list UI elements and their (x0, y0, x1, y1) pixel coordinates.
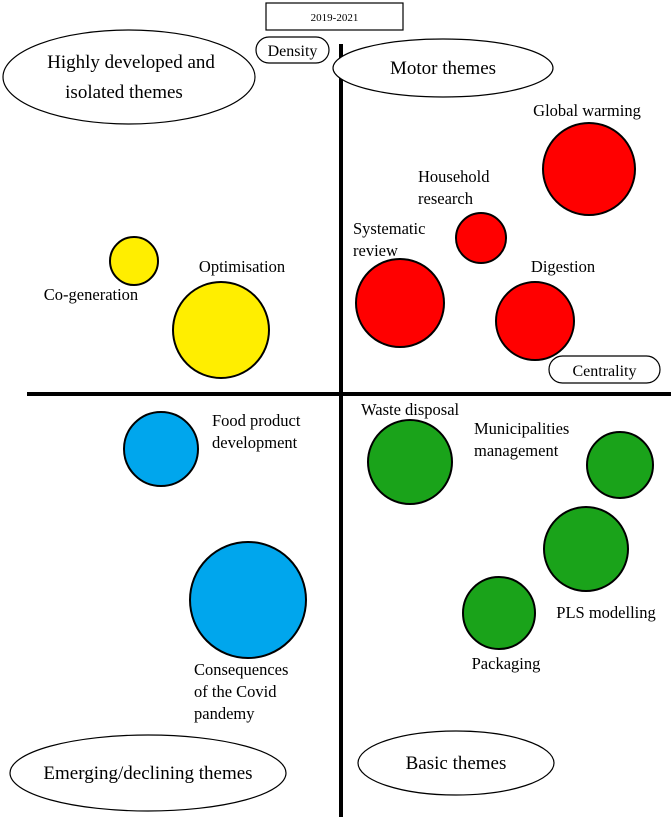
bubble-pls-modelling (543, 506, 629, 592)
label-waste-disposal: Waste disposal (361, 400, 460, 419)
bubble-digestion (495, 281, 575, 361)
label-consequences-covid-line1: Consequences (194, 660, 288, 679)
bubble-systematic-review (355, 258, 445, 348)
label-packaging: Packaging (472, 654, 541, 673)
label-global-warming: Global warming (533, 101, 641, 120)
quadrant-top-left-label-line2: isolated themes (65, 82, 183, 103)
label-consequences-covid-line2: of the Covid (194, 682, 277, 701)
bubble-optimisation (172, 281, 270, 379)
label-systematic-review-line1: Systematic (353, 219, 425, 238)
bubble-food-product-development (123, 411, 199, 487)
label-consequences-covid-line3: pandemy (194, 704, 255, 723)
label-food-product-development-line1: Food product (212, 411, 301, 430)
bubble-co-generation (109, 236, 159, 286)
bubble-waste-disposal (367, 419, 453, 505)
theme-bubbles (109, 122, 654, 659)
quadrant-top-left: Highly developed and isolated themes (2, 29, 256, 125)
quadrant-bottom-left: Emerging/declining themes (9, 734, 287, 812)
label-municipalities-management-line1: Municipalities (474, 419, 569, 438)
label-household-research-line1: Household (418, 167, 490, 186)
period-label: 2019-2021 (311, 12, 359, 24)
density-axis-label: Density (268, 43, 318, 60)
centrality-axis-label: Centrality (573, 363, 637, 380)
density-axis-label-box: Density (255, 36, 330, 64)
quadrant-top-right-label: Motor themes (390, 58, 496, 79)
bubble-municipalities-management (586, 431, 654, 499)
label-household-research-line2: research (418, 189, 474, 208)
quadrant-bottom-right-label: Basic themes (406, 753, 507, 774)
label-optimisation: Optimisation (199, 257, 285, 276)
label-digestion: Digestion (531, 257, 595, 276)
bubble-packaging (462, 576, 536, 650)
centrality-axis-label-box: Centrality (548, 355, 661, 384)
period-box: 2019-2021 (265, 2, 404, 31)
quadrant-bottom-left-label: Emerging/declining themes (43, 763, 252, 784)
label-systematic-review-line2: review (353, 241, 398, 260)
quadrant-bottom-right: Basic themes (357, 730, 555, 796)
label-municipalities-management-line2: management (474, 441, 559, 460)
label-pls-modelling: PLS modelling (556, 603, 655, 622)
label-food-product-development-line2: development (212, 433, 298, 452)
bubble-consequences-covid (189, 541, 307, 659)
quadrant-top-right: Motor themes (332, 38, 554, 98)
quadrant-top-left-label-line1: Highly developed and (47, 52, 215, 73)
label-co-generation: Co-generation (44, 285, 138, 304)
bubble-household-research (455, 212, 507, 264)
bubble-global-warming (542, 122, 636, 216)
